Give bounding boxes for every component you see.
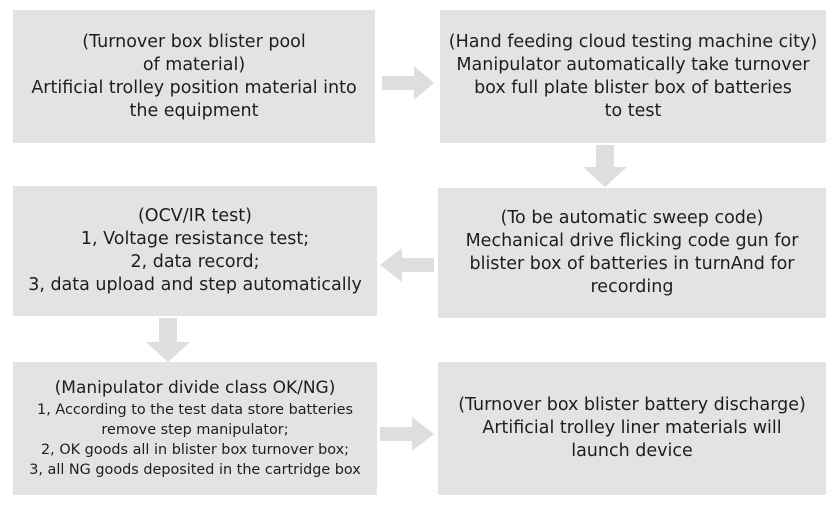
step-line: (Turnover box blister battery discharge) bbox=[458, 395, 806, 415]
arrow-down-icon bbox=[146, 318, 190, 362]
step-line: of material) bbox=[142, 54, 246, 75]
step-line: Artificial trolley position material int… bbox=[31, 77, 357, 98]
step-line: to test bbox=[604, 100, 662, 121]
step-battery-discharge: (Turnover box blister battery discharge)… bbox=[438, 362, 826, 495]
step-line: recording bbox=[590, 277, 674, 297]
arrow-left-icon bbox=[380, 248, 434, 282]
step-line: 1, According to the test data store batt… bbox=[37, 402, 353, 418]
step-line: (Turnover box blister pool bbox=[82, 31, 306, 52]
step-line: 2, data record; bbox=[130, 252, 260, 272]
step-line: 3, data upload and step automatically bbox=[28, 275, 362, 295]
step-line: blister box of batteries in turnAnd for bbox=[469, 254, 795, 274]
arrow-right-icon bbox=[380, 417, 434, 451]
arrow-right-icon bbox=[382, 66, 434, 100]
step-turnover-box-pool: (Turnover box blister pool of material) … bbox=[13, 10, 375, 143]
step-line: 1, Voltage resistance test; bbox=[80, 229, 310, 249]
step-hand-feeding-testing: (Hand feeding cloud testing machine city… bbox=[440, 10, 826, 143]
step-line: (To be automatic sweep code) bbox=[500, 208, 764, 228]
step-line: Mechanical drive flicking code gun for bbox=[465, 231, 799, 251]
step-line: remove step manipulator; bbox=[101, 422, 289, 438]
step-automatic-sweep-code: (To be automatic sweep code) Mechanical … bbox=[438, 188, 826, 318]
step-line: launch device bbox=[571, 441, 693, 461]
step-line: 3, all NG goods deposited in the cartrid… bbox=[29, 462, 361, 478]
step-line: 2, OK goods all in blister box turnover … bbox=[41, 442, 349, 458]
step-line: (Manipulator divide class OK/NG) bbox=[54, 378, 336, 398]
step-ocv-ir-test: (OCV/IR test) 1, Voltage resistance test… bbox=[13, 186, 377, 316]
step-line: the equipment bbox=[129, 100, 259, 121]
step-line: Manipulator automatically take turnover bbox=[456, 54, 810, 75]
step-line: (OCV/IR test) bbox=[137, 206, 252, 226]
arrow-down-icon bbox=[583, 145, 627, 187]
step-line: box full plate blister box of batteries bbox=[474, 77, 792, 98]
step-line: Artificial trolley liner materials will bbox=[482, 418, 782, 438]
step-line: (Hand feeding cloud testing machine city… bbox=[448, 31, 818, 52]
step-manipulator-divide-class: (Manipulator divide class OK/NG) 1, Acco… bbox=[13, 362, 377, 495]
